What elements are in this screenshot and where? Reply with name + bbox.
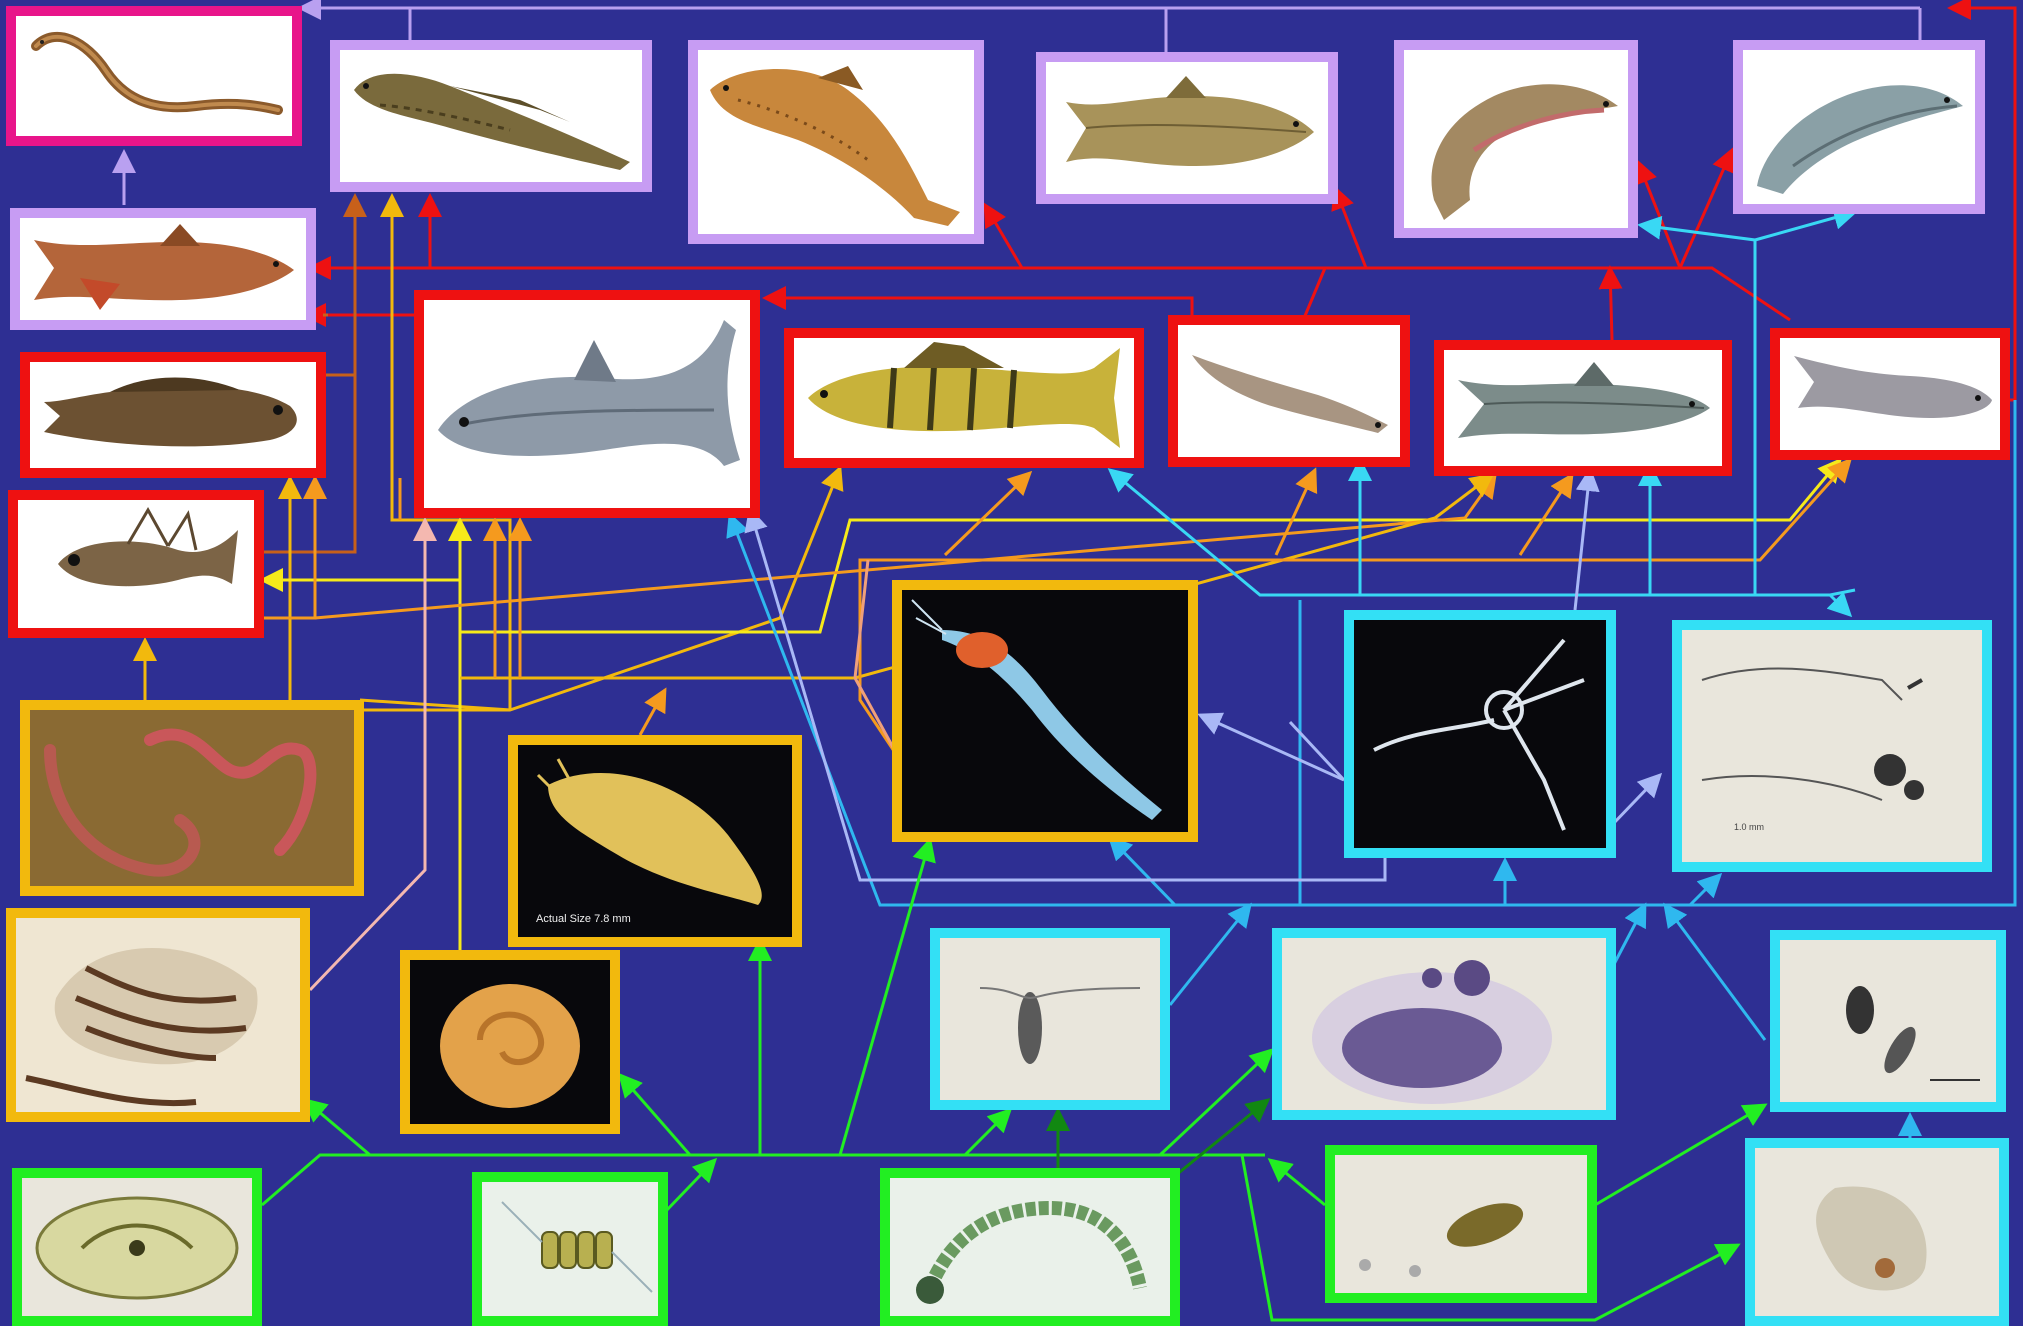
rotifer-copepods-node[interactable]: [1770, 930, 2006, 1112]
cercopagis-scale: 1.0 mm: [1734, 822, 1764, 832]
mysis-caption: Actual Size 7.8 mm: [536, 913, 631, 925]
rainbow-trout-node[interactable]: [1394, 40, 1638, 238]
fishhook-waterflea-picture: [1682, 630, 1982, 862]
snail-node[interactable]: [400, 950, 620, 1134]
chain-diatom-node[interactable]: [472, 1172, 668, 1326]
alewife-node[interactable]: [1434, 340, 1732, 476]
bythotrephes-node[interactable]: [1344, 610, 1616, 858]
salmon-picture: [1743, 50, 1975, 204]
zebra-mussel-node[interactable]: [6, 908, 310, 1122]
lamprey-node[interactable]: [6, 6, 302, 146]
sculpin-picture: [30, 362, 316, 468]
filament-picture: [890, 1178, 1170, 1316]
daphnia-picture: [1282, 938, 1606, 1110]
amphipod-picture: [518, 745, 792, 937]
worm-picture: [30, 710, 354, 886]
snail-picture: [410, 960, 610, 1124]
salmon-picture: [1046, 62, 1328, 194]
lake-trout-picture: [20, 218, 306, 320]
mysis-node[interactable]: [892, 580, 1198, 842]
lake-trout-node[interactable]: [10, 208, 316, 330]
yellow-perch-node[interactable]: [784, 328, 1144, 468]
ciliate-node[interactable]: [1745, 1138, 2009, 1326]
flagellate-node[interactable]: [1325, 1145, 1597, 1303]
spiny-waterflea-picture: [1354, 620, 1606, 848]
lamprey-picture: [16, 16, 292, 136]
diatom-picture: [22, 1178, 252, 1316]
ciliate-picture: [1755, 1148, 1999, 1316]
chinook-salmon-node[interactable]: [1733, 40, 1985, 214]
bloater-node[interactable]: [1770, 328, 2010, 460]
chain-diatom-picture: [482, 1182, 658, 1316]
burbot-node[interactable]: [330, 40, 652, 192]
lake-whitefish-node[interactable]: [414, 290, 760, 518]
burbot-picture: [340, 50, 642, 182]
deepwater-sculpin-node[interactable]: [8, 490, 264, 638]
diatom-node[interactable]: [12, 1168, 262, 1326]
perch-picture: [794, 338, 1134, 458]
mussel-picture: [16, 918, 300, 1112]
diporeia-node[interactable]: Actual Size 7.8 mm: [508, 735, 802, 947]
coho-salmon-node[interactable]: [1036, 52, 1338, 204]
alewife-picture: [1444, 350, 1722, 466]
mysid-picture: [902, 590, 1188, 832]
cercopagis-node[interactable]: 1.0 mm: [1672, 620, 1992, 872]
daphnia-node[interactable]: [1272, 928, 1616, 1120]
smelt-node[interactable]: [1168, 315, 1410, 467]
small-zooplankton-picture: [1780, 940, 1996, 1102]
copepod-node[interactable]: [930, 928, 1170, 1110]
copepod-picture: [940, 938, 1160, 1100]
brown-trout-picture: [698, 50, 974, 234]
smelt-picture: [1178, 325, 1400, 457]
sculpin-node[interactable]: [20, 352, 326, 478]
deepwater-sculpin-picture: [18, 500, 254, 628]
oligochaete-node[interactable]: [20, 700, 364, 896]
whitefish-picture: [424, 300, 750, 508]
filamentous-cyanobacteria-node[interactable]: [880, 1168, 1180, 1326]
bloater-picture: [1780, 338, 2000, 450]
brown-trout-node[interactable]: [688, 40, 984, 244]
flagellate-picture: [1335, 1155, 1587, 1293]
rainbow-trout-picture: [1404, 50, 1628, 228]
